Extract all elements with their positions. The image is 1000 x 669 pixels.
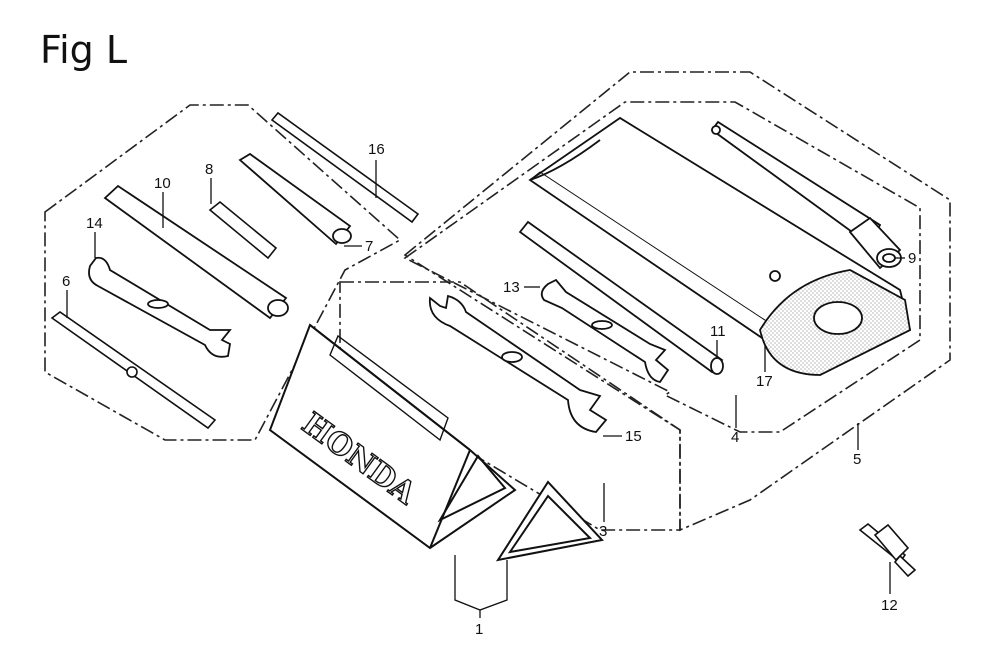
callout-10: 10 [154,175,171,192]
open-wrench-15 [428,294,608,433]
tool-case-1 [268,323,517,550]
callout-5: 5 [853,451,861,468]
group-outline-tools-left [44,104,402,441]
callout-13: 13 [503,279,520,296]
callout-8: 8 [205,161,213,178]
callout-6: 6 [62,273,70,290]
leader-1 [454,555,508,611]
tool-case-lid [495,480,604,562]
callout-7: 7 [365,238,373,255]
hex-bar-tube [710,120,882,247]
callout-14: 14 [86,215,103,232]
callout-9: 9 [908,250,916,267]
callout-3: 3 [599,523,607,540]
open-wrench-14 [88,256,232,358]
screwdriver-6 [50,311,217,430]
callout-15: 15 [625,428,642,445]
screwdriver-handle-7 [238,152,352,246]
tool-pouch [528,116,912,377]
open-wrench-13 [540,278,670,383]
group-outline-5 [403,71,951,532]
callout-16: 16 [368,141,385,158]
callout-4: 4 [731,429,739,446]
callout-12: 12 [881,597,898,614]
socket-wrench-9 [848,216,902,270]
figure-title: Fig L [40,28,128,72]
box-wrench-tube-10 [103,184,289,320]
callout-17: 17 [756,373,773,390]
group-outline-4 [403,101,921,433]
screwdriver-bit-8 [208,200,278,260]
spark-plug-12 [858,522,917,578]
screwdriver-shaft-16 [270,111,420,224]
extension-bar-11 [518,220,724,375]
callout-11: 11 [710,323,726,340]
callout-1: 1 [475,621,483,638]
